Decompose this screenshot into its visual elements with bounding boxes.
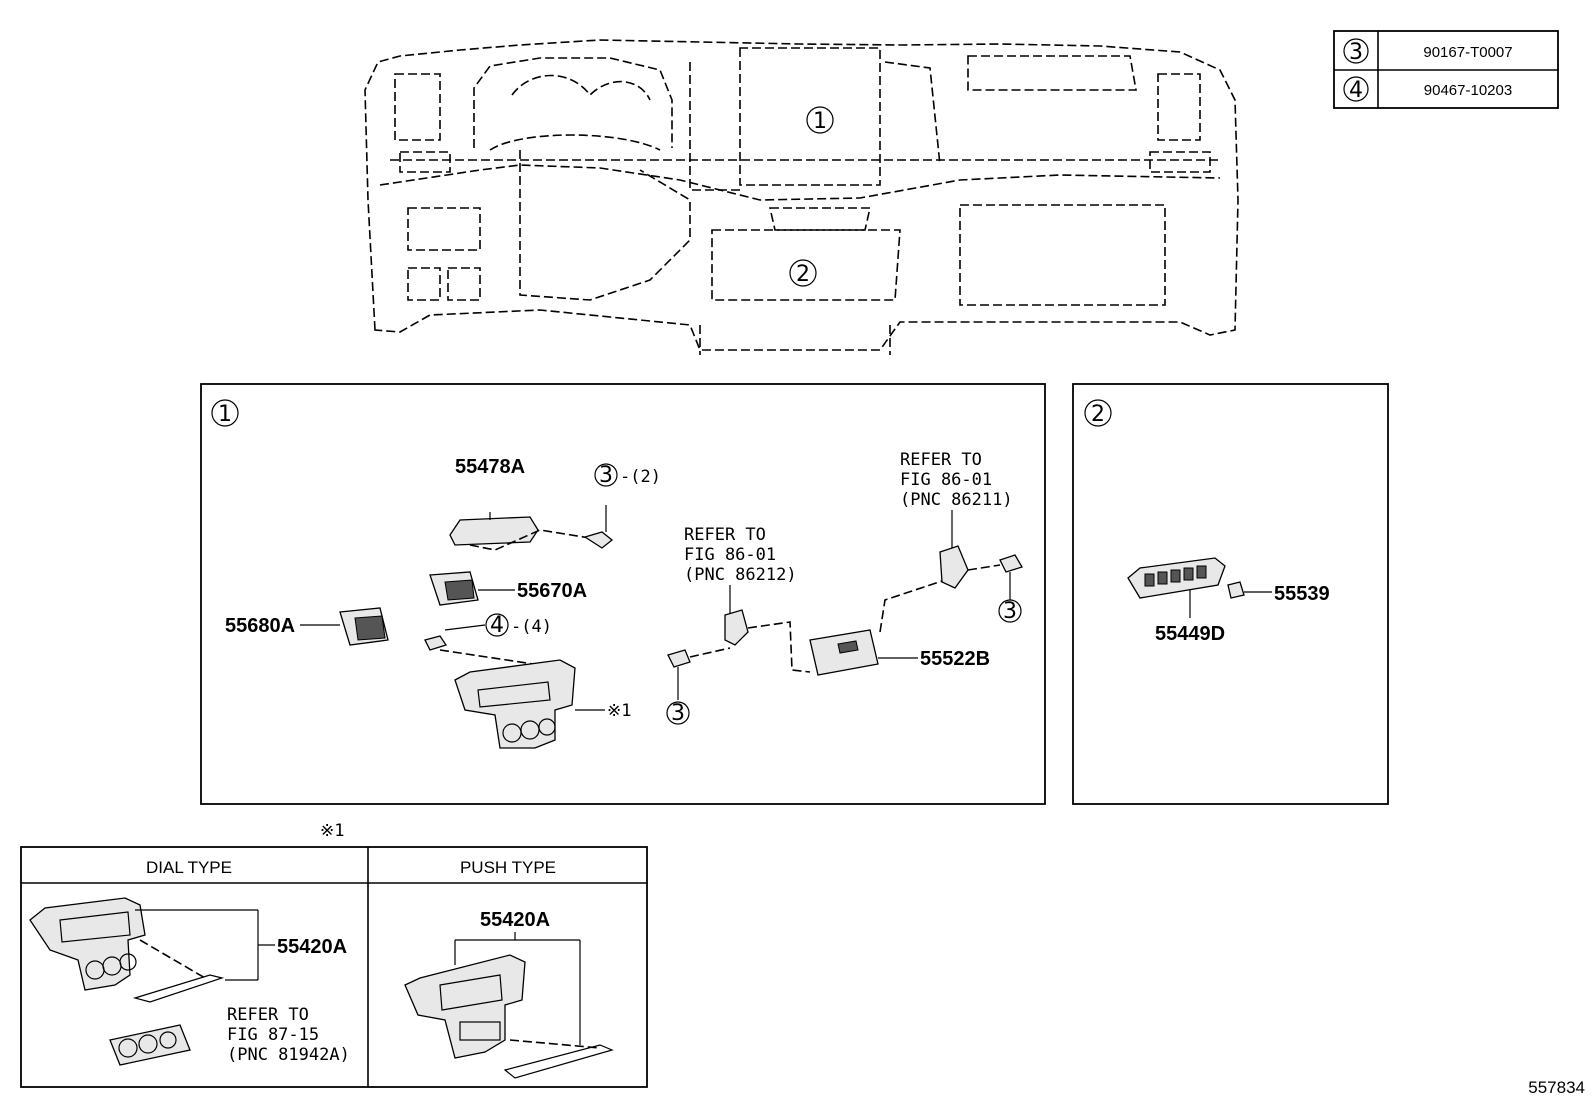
switch-panel-part: 55449D	[1127, 557, 1226, 645]
screw-lower: 3	[666, 647, 731, 726]
panel-2-marker: 2	[1091, 402, 1105, 427]
part-label-55539: 55539	[1274, 583, 1330, 605]
detail-panel-2: 2 55449D 55539	[1072, 383, 1389, 805]
detail-panel-1: 1 55478A 3 -(2) 55670A 5568	[200, 383, 1046, 805]
table-ref-4: 4	[1349, 78, 1363, 103]
screw-quantity: -(2)	[620, 467, 661, 487]
vent-part-center: 55670A	[429, 571, 587, 606]
trim-strip-part: 55478A	[449, 456, 591, 551]
module-part: 55522B	[747, 579, 990, 676]
screw-ref-3: 3	[1003, 599, 1017, 624]
vent-part-side: 55680A	[225, 607, 389, 646]
figure-id: 557834	[1528, 1078, 1585, 1097]
variant-table: ※1 DIAL TYPE PUSH TYPE 55420A REFER TO F…	[20, 821, 648, 1088]
screw-ref-3: 3	[599, 463, 613, 488]
parts-table: 3 90167-T0007 4 90467-10203	[1333, 30, 1559, 109]
refer-line: REFER TO	[227, 1005, 309, 1025]
refer-line: REFER TO	[900, 450, 982, 470]
clip-part: 4 -(4)	[424, 613, 552, 666]
dial-type-header: DIAL TYPE	[146, 858, 232, 877]
table-ref-3: 3	[1349, 40, 1363, 65]
push-part-label: 55420A	[480, 909, 550, 931]
refer-line: (PNC 86212)	[684, 565, 797, 585]
screw-right: 3	[967, 554, 1023, 624]
part-label-55522B: 55522B	[920, 648, 990, 670]
screw-ref-3: 3	[671, 701, 685, 726]
part-label-55680A: 55680A	[225, 615, 295, 637]
push-type-header: PUSH TYPE	[460, 858, 556, 877]
dial-type-bezel: 55420A REFER TO FIG 87-15 (PNC 81942A)	[29, 897, 350, 1066]
clip-quantity: -(4)	[511, 617, 552, 637]
switch-part: 55539	[1227, 581, 1330, 605]
table-part-number: 90467-10203	[1424, 82, 1512, 99]
refer-line: REFER TO	[684, 525, 766, 545]
refer-line: FIG 86-01	[684, 545, 776, 565]
reference-note-b: REFER TO FIG 86-01 (PNC 86211)	[900, 450, 1013, 589]
screw-top: 3 -(2)	[583, 463, 661, 549]
table-part-number: 90167-T0007	[1423, 44, 1512, 61]
panel-1-marker: 1	[218, 402, 232, 427]
clip-ref-4: 4	[490, 613, 504, 638]
overview-marker-2: 2	[796, 262, 810, 287]
refer-line: FIG 86-01	[900, 470, 992, 490]
refer-line: (PNC 81942A)	[227, 1045, 350, 1065]
center-bezel-part: ※1	[454, 659, 631, 749]
push-type-bezel: 55420A	[404, 909, 614, 1079]
reference-note-a: REFER TO FIG 86-01 (PNC 86212)	[684, 525, 797, 646]
table-row: 3 90167-T0007	[1343, 38, 1513, 65]
refer-line: (PNC 86211)	[900, 490, 1013, 510]
overview-callouts: 1 2	[789, 106, 834, 287]
part-label-55449D: 55449D	[1155, 623, 1225, 645]
dashboard-outline	[364, 39, 1239, 355]
refer-line: FIG 87-15	[227, 1025, 319, 1045]
dial-part-label: 55420A	[277, 936, 347, 958]
variant-note-x1: ※1	[320, 821, 344, 841]
overview-marker-1: 1	[813, 109, 827, 134]
part-label-55478A: 55478A	[455, 456, 525, 478]
bezel-note-x1: ※1	[607, 701, 631, 721]
table-row: 4 90467-10203	[1343, 76, 1512, 103]
part-label-55670A: 55670A	[517, 580, 587, 602]
